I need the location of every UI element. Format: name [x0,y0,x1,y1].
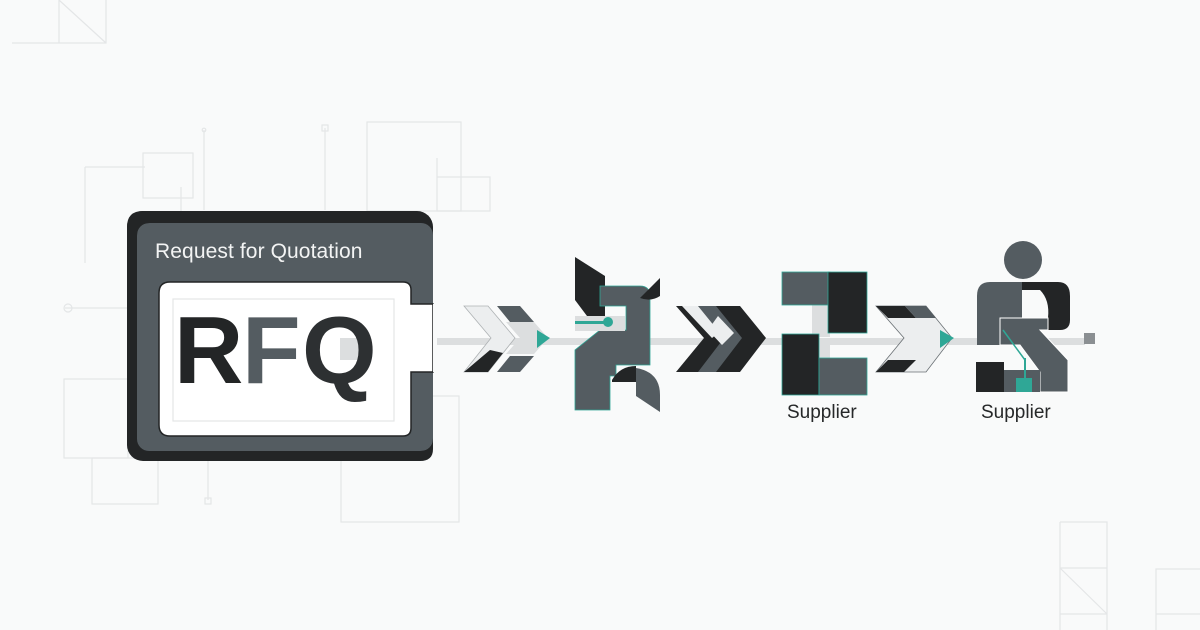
rfq-document-box [127,211,437,461]
supplier-person-icon [976,241,1070,393]
supplier-block-icon [781,271,868,396]
rfq-title-label: Request for Quotation [155,240,363,263]
end-square-icon [1084,333,1095,344]
rfq-letter-q: Q [302,297,377,404]
double-chevron-arrow-icon [463,305,550,373]
double-chevron-arrow-icon [676,306,766,372]
rfq-letter-f: F [242,297,301,404]
supplier-block-label: Supplier [787,402,857,423]
double-chevron-arrow-icon [875,305,954,373]
supplier-person-label: Supplier [981,402,1051,423]
abstract-process-icon [574,257,660,412]
rfq-letter-r: R [174,297,243,404]
